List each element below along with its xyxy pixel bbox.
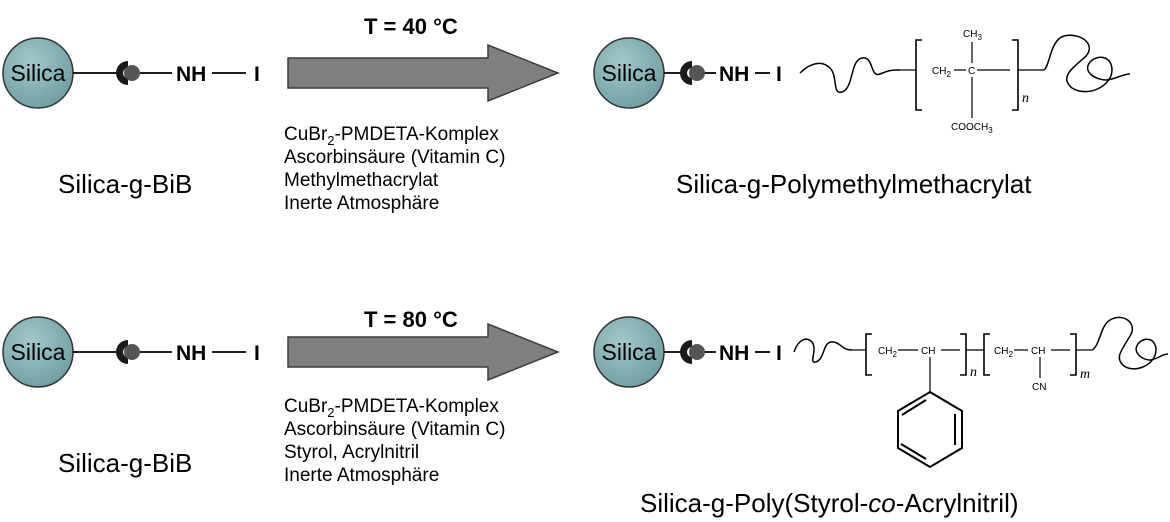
linker-ball-icon xyxy=(689,65,705,81)
linker-ball-icon xyxy=(124,65,140,81)
amine-label: NH xyxy=(719,63,749,86)
reactant-name: Silica-g-BiB xyxy=(58,169,192,199)
polymer-chain-end-loop xyxy=(1043,34,1131,93)
repeat-bracket-left xyxy=(983,333,990,376)
silica-label: Silica xyxy=(11,339,66,365)
linker-cup-icon xyxy=(116,340,128,364)
temperature-label: T = 40 °C xyxy=(364,14,458,39)
nitrile-label: CN xyxy=(1032,382,1046,393)
linker-ball-icon xyxy=(124,344,140,360)
condition-atmosphere: Inerte Atmosphäre xyxy=(284,193,439,214)
amine-label: NH xyxy=(176,342,206,365)
condition-monomer: Styrol, Acrylnitril xyxy=(284,442,419,463)
reaction-arrow-icon xyxy=(287,43,561,103)
linker-ball-icon xyxy=(689,344,705,360)
linker-cup-icon xyxy=(680,340,692,364)
product-2: Silica NH I CH2 CH n xyxy=(593,316,1169,518)
initiator-label: I xyxy=(776,63,782,86)
repeat-bracket-right xyxy=(1070,333,1077,376)
reactant-1: Silica NH I Silica-g-BiB xyxy=(2,37,260,199)
condition-catalyst: CuBr2-PMDETA-Komplex xyxy=(284,396,499,420)
phenyl-ring-icon xyxy=(897,390,963,469)
repeat-bracket-left xyxy=(865,333,872,376)
repeat-bracket-left xyxy=(915,39,922,111)
condition-reductant: Ascorbinsäure (Vitamin C) xyxy=(284,419,505,440)
an-methylene-label: CH2 xyxy=(994,346,1013,359)
methyl-label: CH3 xyxy=(963,29,982,42)
silica-label: Silica xyxy=(11,60,66,86)
product-name: Silica-g-Polymethylmethacrylat xyxy=(676,169,1032,199)
condition-atmosphere: Inerte Atmosphäre xyxy=(284,465,439,486)
repeat-bracket-right xyxy=(960,333,967,376)
reaction-1: Silica NH I Silica-g-BiB T = 40 °C CuBr2… xyxy=(2,14,1131,214)
reaction-arrow-icon xyxy=(287,322,561,382)
repeat-index-n: n xyxy=(1022,91,1029,106)
repeat-index-n: n xyxy=(970,365,977,380)
product-name: Silica-g-Poly(Styrol-co-Acrylnitril) xyxy=(640,488,1019,518)
silica-label: Silica xyxy=(602,339,657,365)
methylene-label: CH2 xyxy=(932,66,951,79)
repeat-index-m: m xyxy=(1080,367,1090,382)
initiator-label: I xyxy=(776,342,782,365)
styrene-methylene-label: CH2 xyxy=(878,346,897,359)
an-methine-label: CH xyxy=(1031,346,1045,357)
ester-label: COOCH3 xyxy=(951,122,993,135)
conditions-2: CuBr2-PMDETA-Komplex Ascorbinsäure (Vita… xyxy=(284,396,505,486)
temperature-label: T = 80 °C xyxy=(364,307,458,332)
linker-cup-icon xyxy=(680,61,692,85)
quaternary-carbon-label: C xyxy=(968,66,975,77)
repeat-bracket-right xyxy=(1012,39,1019,111)
reactant-2: Silica NH I Silica-g-BiB xyxy=(2,316,260,478)
silica-label: Silica xyxy=(602,60,657,86)
condition-catalyst: CuBr2-PMDETA-Komplex xyxy=(284,124,499,148)
reactant-name: Silica-g-BiB xyxy=(58,448,192,478)
polymer-chain-end-loop xyxy=(1091,316,1169,370)
conditions-1: CuBr2-PMDETA-Komplex Ascorbinsäure (Vita… xyxy=(284,124,505,214)
initiator-label: I xyxy=(254,63,260,86)
linker-cup-icon xyxy=(116,61,128,85)
styrene-methine-label: CH xyxy=(921,346,935,357)
polymer-chain-squiggle xyxy=(793,338,853,363)
condition-monomer: Methylmethacrylat xyxy=(284,170,439,191)
condition-reductant: Ascorbinsäure (Vitamin C) xyxy=(284,147,505,168)
reaction-2: Silica NH I Silica-g-BiB T = 80 °C CuBr2… xyxy=(2,307,1169,518)
amine-label: NH xyxy=(176,63,206,86)
polymer-chain-squiggle xyxy=(799,57,901,93)
amine-label: NH xyxy=(719,342,749,365)
initiator-label: I xyxy=(254,342,260,365)
product-1: Silica NH I CH2 C CH3 COOCH3 n Silica-g-… xyxy=(593,29,1131,199)
